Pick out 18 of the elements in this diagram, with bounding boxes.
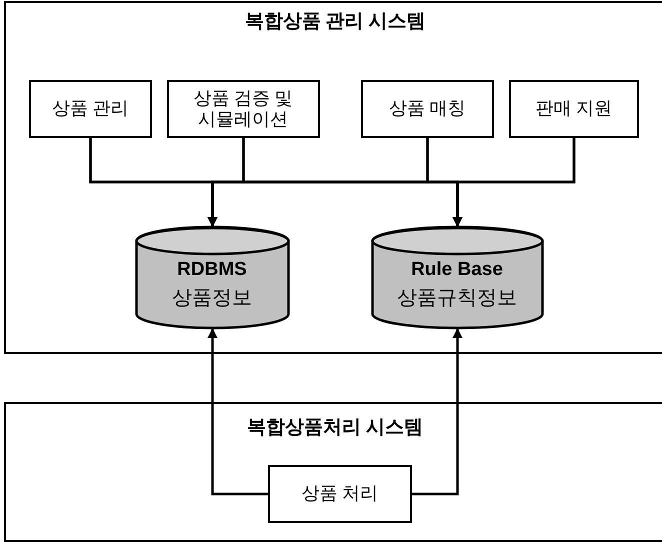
database-title: RDBMS — [176, 258, 248, 280]
database-cylinder — [134, 226, 290, 328]
arrow — [452, 138, 576, 227]
system-frame — [4, 402, 662, 542]
arrow — [412, 328, 462, 496]
database-label: 상품정보 — [171, 286, 253, 310]
process-box: 상품 매칭 — [360, 80, 494, 138]
database-label: 상품규칙정보 — [396, 286, 518, 310]
process-box: 상품 관리 — [28, 80, 152, 138]
database-cylinder — [370, 226, 544, 328]
system-title: 복합상품처리 시스템 — [246, 416, 424, 440]
arrow — [208, 328, 268, 496]
process-box: 판매 지원 — [508, 80, 638, 138]
database-title: Rule Base — [410, 258, 504, 280]
process-box: 상품 처리 — [268, 464, 412, 522]
system-frame — [4, 1, 662, 354]
system-title: 복합상품 관리 시스템 — [244, 10, 426, 34]
process-box: 상품 검증 및 시뮬레이션 — [166, 80, 320, 138]
